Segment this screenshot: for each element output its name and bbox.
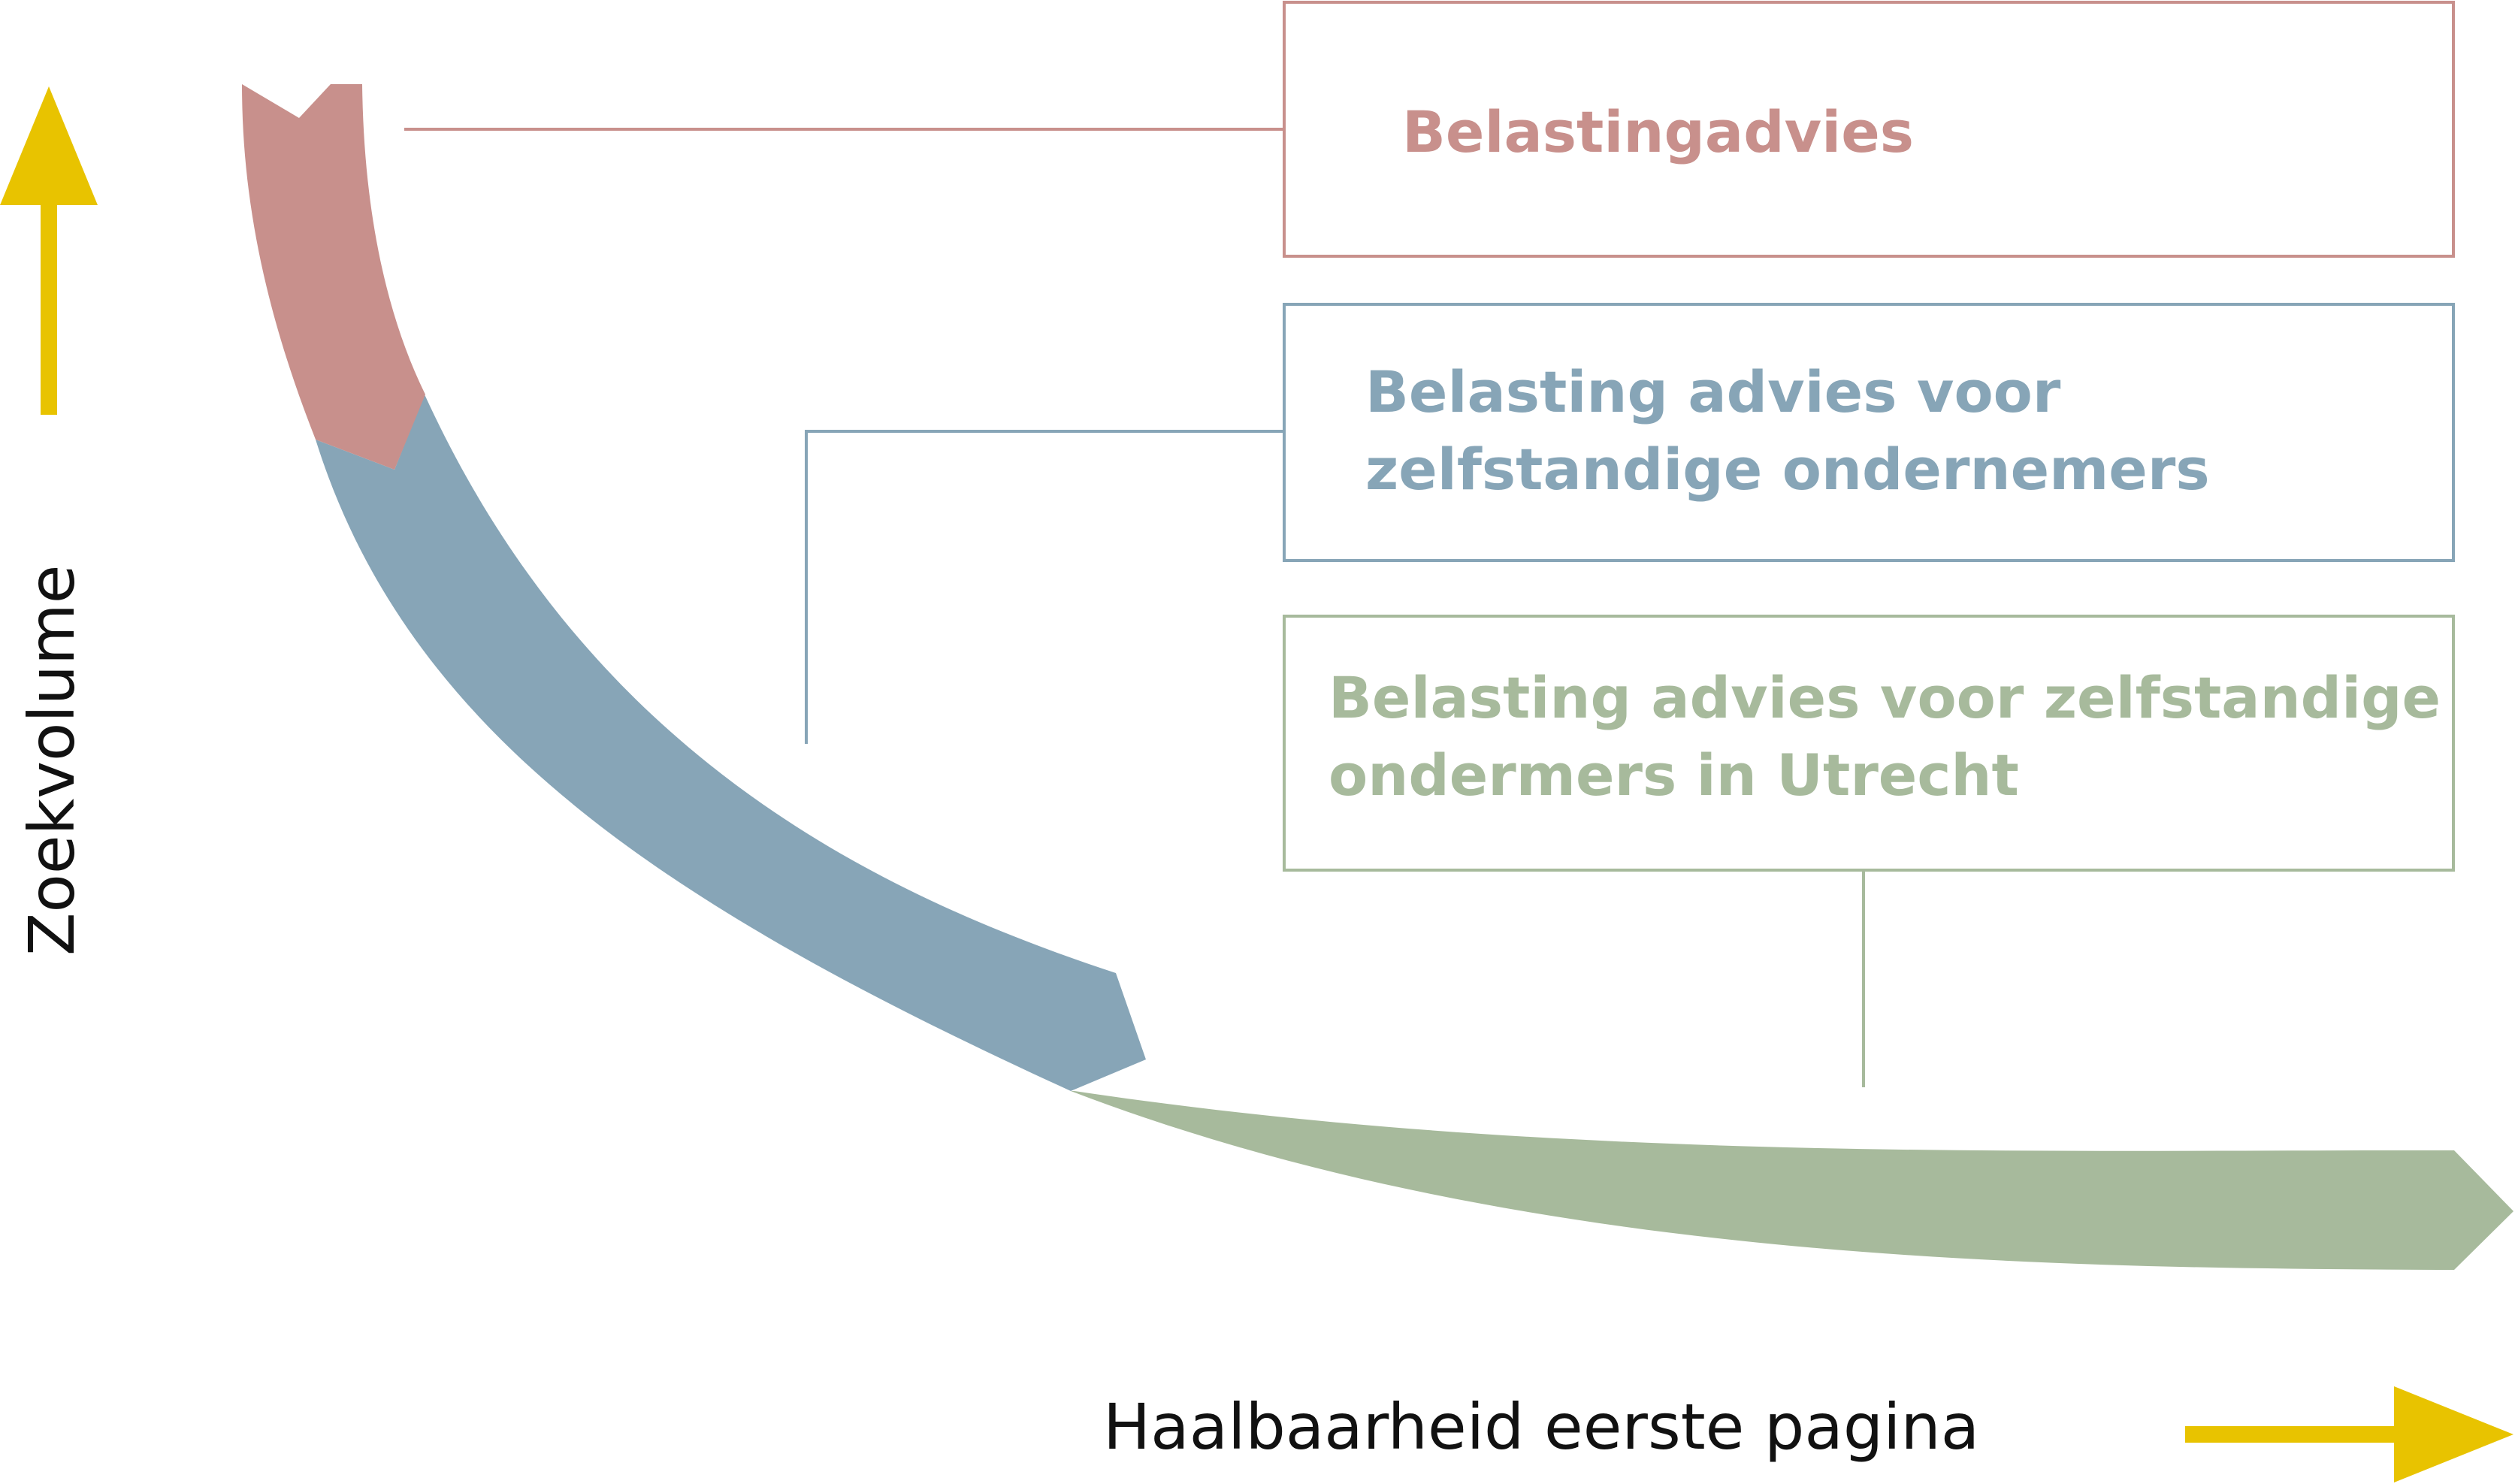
keyword-middle-label: Belasting advies voor zelfstandige onder… xyxy=(1365,358,2210,503)
arrow-right-icon xyxy=(2185,1386,2513,1482)
keyword-long-tail-label: Belasting advies voor zelfstandige onder… xyxy=(1329,664,2461,808)
curve-segment-head xyxy=(242,84,425,470)
keyword-middle-line-2: zelfstandige ondernemers xyxy=(1365,436,2210,503)
keyword-box-head xyxy=(1283,1,2455,258)
keyword-head-label: Belastingadvies xyxy=(1402,98,1914,165)
keyword-box-long-tail xyxy=(1283,615,2455,872)
arrow-up-icon xyxy=(0,86,98,415)
keyword-middle-line-1: Belasting advies voor xyxy=(1365,358,2061,425)
keyword-box-middle xyxy=(1283,303,2455,562)
y-axis-label: Zoekvolume xyxy=(15,565,89,956)
keyword-long-tail-line-2: ondermers in Utrecht xyxy=(1329,742,2019,808)
curve-segment-middle xyxy=(316,394,1146,1091)
keyword-head-line-1: Belastingadvies xyxy=(1402,98,1914,165)
connector-middle xyxy=(805,430,1284,744)
curve-segment-long-tail xyxy=(1071,1091,2513,1270)
keyword-long-tail-line-1: Belasting advies voor zelfstandige xyxy=(1329,664,2441,731)
x-axis-label: Haalbaarheid eerste pagina xyxy=(1103,1390,1979,1464)
